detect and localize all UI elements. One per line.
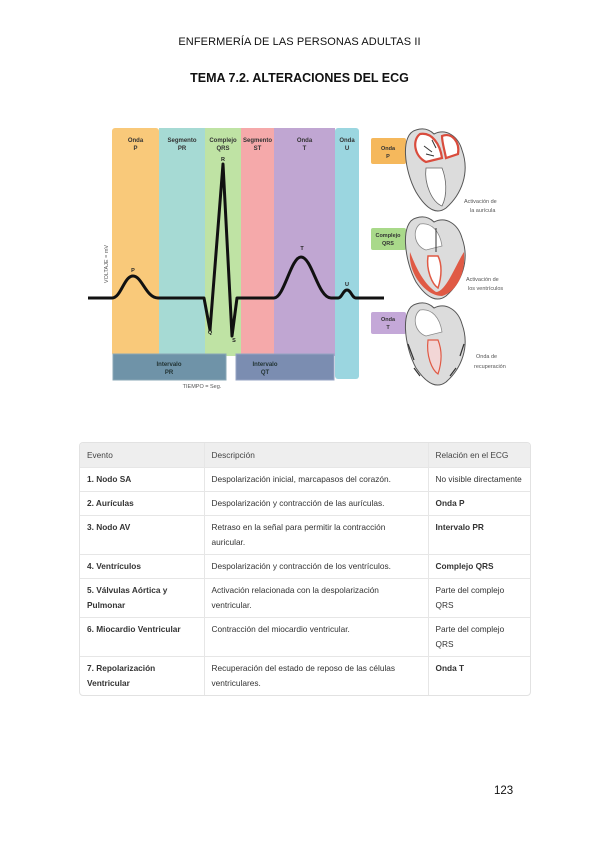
cell-ecg-relation: Onda T — [427, 656, 530, 695]
cell-description: Retraso en la señal para permitir la con… — [203, 515, 428, 555]
y-axis-label: VOLTAJE = mV — [104, 245, 110, 283]
cell-description: Recuperación del estado de reposo de las… — [203, 656, 428, 695]
band-onda-p — [112, 128, 159, 356]
section-title: TEMA 7.2. ALTERACIONES DEL ECG — [190, 71, 409, 85]
heart-atrial-activation: Onda P Activación de la aurícula — [371, 128, 497, 214]
band-label-p-2: P — [133, 146, 137, 152]
cell-event: 5. Válvulas Aórtica y Pulmonar — [80, 578, 204, 618]
heart-tag-p-2: P — [386, 154, 390, 160]
interval-pr-label-2: PR — [165, 370, 174, 376]
cell-event: 4. Ventrículos — [80, 554, 204, 579]
cell-event: 2. Aurículas — [80, 491, 204, 516]
band-label-st-1: Segmento — [243, 138, 272, 144]
table-header-row: Evento Descripción Relación en el ECG — [80, 443, 530, 468]
cell-ecg-relation: Parte del complejo QRS — [427, 617, 530, 657]
heart-tag-qrs-2: QRS — [382, 241, 394, 247]
wave-label-q: Q — [208, 330, 213, 336]
interval-qt-box — [235, 353, 335, 381]
heart-tag-t-1: Onda — [381, 317, 396, 323]
cell-ecg-relation: No visible directamente — [427, 467, 530, 492]
interval-pr-label-1: Intervalo — [156, 362, 181, 368]
column-header-relacion: Relación en el ECG — [427, 443, 530, 468]
heart-ventricle-activation: Complejo QRS Activación de los ventrícul… — [371, 216, 503, 300]
band-label-t-1: Onda — [297, 138, 313, 144]
band-label-t-2: T — [303, 146, 307, 152]
wave-label-t: T — [300, 246, 304, 252]
heart-caption-p-1: Activación de — [464, 199, 497, 205]
cell-event: 7. Repolarización Ventricular — [80, 656, 204, 695]
ecg-figure: Onda P Segmento PR Complejo QRS Segmento… — [86, 124, 516, 396]
heart-caption-t-1: Onda de — [476, 354, 497, 360]
x-axis-label: TIEMPO = Seg. — [183, 384, 222, 390]
heart-tag-qrs-1: Complejo — [375, 233, 401, 239]
page-number: 123 — [494, 785, 514, 797]
cell-ecg-relation: Onda P — [427, 491, 530, 516]
band-label-u-1: Onda — [339, 138, 355, 144]
heart-caption-t-2: recuperación — [474, 364, 506, 370]
cell-description: Contracción del miocardio ventricular. — [203, 617, 428, 657]
band-segmento-st — [241, 128, 274, 356]
ecg-events-table: Evento Descripción Relación en el ECG 1.… — [80, 443, 530, 695]
interval-qt-label-2: QT — [261, 370, 270, 376]
band-label-p-1: Onda — [128, 138, 144, 144]
heart-recovery-wave: Onda T Onda de recuperación — [371, 302, 506, 386]
wave-label-p: P — [131, 268, 135, 274]
heart-caption-qrs-2: los ventrículos — [468, 286, 503, 292]
band-label-qrs-2: QRS — [216, 146, 229, 152]
band-segmento-pr — [159, 128, 205, 356]
cell-ecg-relation: Intervalo PR — [427, 515, 530, 555]
cell-description: Despolarización y contracción de los ven… — [203, 554, 428, 579]
ecg-events-table-wrapper: Evento Descripción Relación en el ECG 1.… — [79, 442, 531, 696]
wave-label-s: S — [232, 338, 236, 344]
wave-label-u: U — [345, 282, 349, 288]
heart-tag-t-2: T — [386, 325, 390, 331]
cell-event: 1. Nodo SA — [80, 467, 204, 492]
band-onda-u — [335, 128, 359, 379]
cell-description: Despolarización inicial, marcapasos del … — [203, 467, 428, 492]
band-label-st-2: ST — [254, 146, 262, 152]
band-label-pr-1: Segmento — [167, 138, 196, 144]
column-header-descripcion: Descripción — [203, 443, 428, 468]
column-header-evento: Evento — [80, 443, 204, 468]
cell-description: Despolarización y contracción de las aur… — [203, 491, 428, 516]
band-label-u-2: U — [345, 146, 349, 152]
cell-ecg-relation: Complejo QRS — [427, 554, 530, 579]
band-onda-t — [274, 128, 335, 356]
cell-description: Activación relacionada con la despolariz… — [203, 578, 428, 618]
heart-caption-p-2: la aurícula — [470, 208, 496, 214]
wave-label-r: R — [221, 157, 225, 163]
interval-qt-label-1: Intervalo — [252, 362, 277, 368]
cell-event: 6. Miocardio Ventricular — [80, 617, 204, 657]
band-label-qrs-1: Complejo — [209, 138, 237, 144]
band-label-pr-2: PR — [178, 146, 187, 152]
page-header: ENFERMERÍA DE LAS PERSONAS ADULTAS II — [178, 36, 421, 48]
heart-tag-p-1: Onda — [381, 146, 396, 152]
cell-ecg-relation: Parte del complejo QRS — [427, 578, 530, 618]
cell-event: 3. Nodo AV — [80, 515, 204, 555]
ecg-trace — [88, 162, 384, 338]
interval-pr-box — [112, 353, 227, 381]
heart-caption-qrs-1: Activación de — [466, 277, 499, 283]
